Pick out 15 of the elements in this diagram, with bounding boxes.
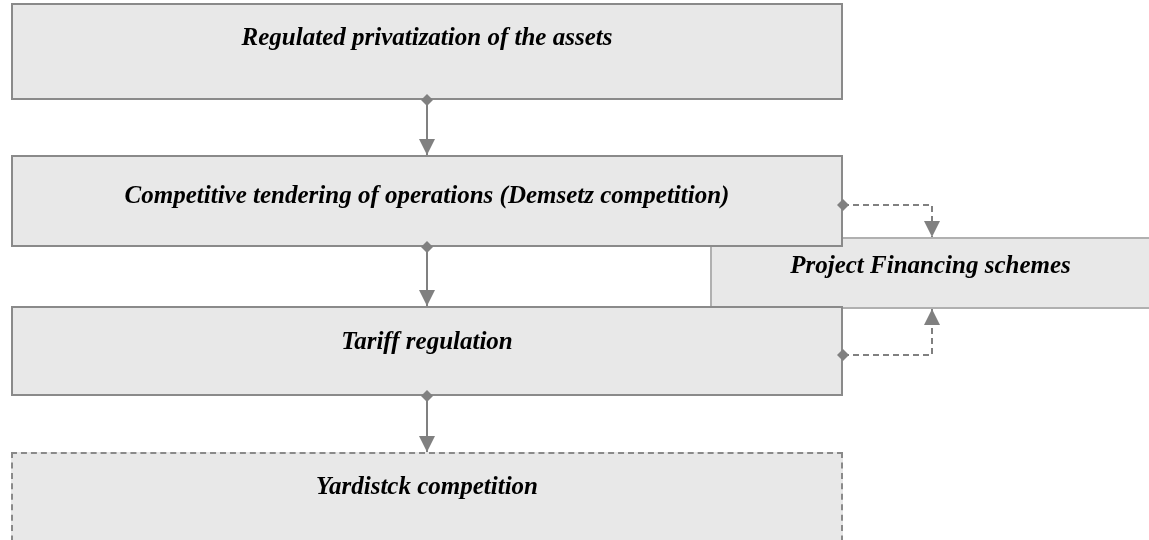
process-box (11, 452, 843, 540)
box-label: Yardistck competition (315, 472, 539, 500)
arrow (419, 94, 435, 156)
process-box (710, 237, 1149, 309)
box-label: Competitive tendering of operations (Demsetz competition) (123, 181, 731, 209)
process-box (11, 306, 843, 396)
arrow (419, 241, 435, 307)
arrow (837, 199, 940, 238)
box-label: Tariff regulation (340, 327, 514, 355)
arrow (419, 390, 435, 453)
process-box (11, 155, 843, 247)
box-label: Regulated privatization of the assets (240, 23, 614, 51)
arrow (837, 308, 940, 361)
process-box (11, 3, 843, 100)
box-label: Project Financing schemes (789, 251, 1072, 279)
